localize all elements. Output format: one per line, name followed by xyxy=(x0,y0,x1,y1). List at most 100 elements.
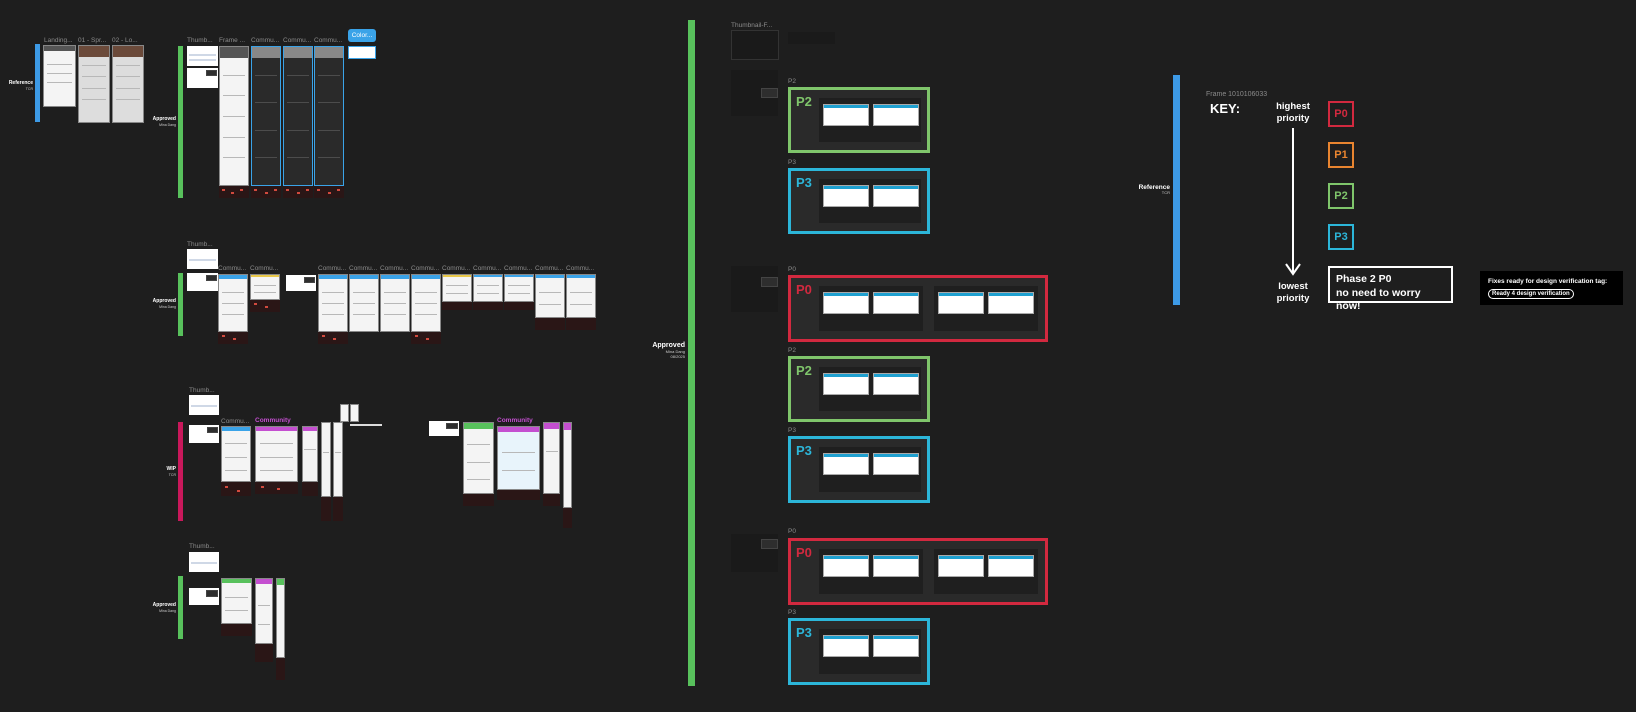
approved4-frame-3[interactable] xyxy=(276,578,285,658)
wip-frame-5[interactable] xyxy=(333,422,343,497)
frame-label-thumb-2[interactable]: Thumb... xyxy=(187,241,213,248)
thumbnail-1b[interactable] xyxy=(187,68,218,88)
landing-frame[interactable] xyxy=(43,45,76,107)
row2-frame-3[interactable] xyxy=(318,274,348,332)
thumbnail-4b[interactable] xyxy=(189,588,219,605)
frame-label-thumb-1[interactable]: Thumb... xyxy=(187,37,213,44)
wip-grid-4 xyxy=(321,497,331,521)
approved4-frame-1[interactable] xyxy=(221,578,252,624)
frame-approved-1[interactable] xyxy=(219,46,249,186)
thumbnail-f-frame-b[interactable] xyxy=(788,32,835,44)
thumbnail-2c[interactable] xyxy=(286,275,316,291)
thumbnail-3[interactable] xyxy=(189,395,219,415)
wip-frame-8[interactable] xyxy=(463,422,494,494)
row2-label-3[interactable]: Commu... xyxy=(318,265,347,272)
wip-frame-7[interactable] xyxy=(350,404,359,422)
priority-box-p2-top[interactable]: P2 xyxy=(788,87,930,153)
row2-label-9[interactable]: Commu... xyxy=(504,265,533,272)
color-button[interactable]: Color... xyxy=(348,29,376,42)
thumbnail-3b[interactable] xyxy=(189,425,219,443)
priority-box-p3-2[interactable]: P3 xyxy=(788,436,930,503)
verification-title: Fixes ready for design verification tag: xyxy=(1488,278,1608,285)
row2-frame-8[interactable] xyxy=(473,274,503,302)
wip-section-label: WIP TCR xyxy=(166,466,176,477)
priority-box-p3-3[interactable]: P3 xyxy=(788,618,930,685)
frame-label-thumbnail-f[interactable]: Thumbnail-F... xyxy=(731,22,773,29)
side-thumb-2[interactable] xyxy=(731,266,778,312)
wip-frame-10[interactable] xyxy=(543,422,560,494)
frame-label-commu-c[interactable]: Commu... xyxy=(314,37,343,44)
key-p2-box: P2 xyxy=(1328,183,1354,209)
thumbnail-4[interactable] xyxy=(189,552,219,572)
row2-label-2[interactable]: Commu... xyxy=(250,265,279,272)
thumbnail-f-frame[interactable] xyxy=(731,30,779,60)
priority-tag: P2 xyxy=(796,363,812,378)
verification-badge[interactable]: Ready 4 design verification xyxy=(1488,289,1574,299)
frame-label-landing[interactable]: Landing... xyxy=(44,37,73,44)
row2-label-7[interactable]: Commu... xyxy=(442,265,471,272)
frame-label-thumb-4[interactable]: Thumb... xyxy=(189,543,215,550)
frame-label-spr[interactable]: 01 - Spr... xyxy=(78,37,107,44)
commu-frame-b[interactable] xyxy=(283,46,313,186)
frame-label-commu-b[interactable]: Commu... xyxy=(283,37,312,44)
data-grid-2 xyxy=(251,186,281,198)
side-thumb-3b[interactable] xyxy=(761,539,778,549)
reference-bar-left xyxy=(35,44,40,122)
frame-label-frame[interactable]: Frame ... xyxy=(219,37,246,44)
wip-frame-9[interactable] xyxy=(497,426,540,490)
commu-frame-c[interactable] xyxy=(314,46,344,186)
wip-frame-11[interactable] xyxy=(563,422,572,508)
row2-frame-5[interactable] xyxy=(380,274,410,332)
thumbnail-1[interactable] xyxy=(187,46,218,66)
data-grid-1 xyxy=(219,186,249,198)
approved4-frame-2[interactable] xyxy=(255,578,273,644)
row2-frame-9[interactable] xyxy=(504,274,534,302)
row2-frame-6[interactable] xyxy=(411,274,441,332)
commu-frame-a[interactable] xyxy=(251,46,281,186)
row2-frame-2[interactable] xyxy=(250,274,280,300)
wip-frame-6[interactable] xyxy=(340,404,349,422)
row2-frame-11[interactable] xyxy=(566,274,596,318)
wip-grid-3 xyxy=(302,482,318,496)
wip-label-community-1[interactable]: Community xyxy=(255,417,291,424)
priority-label-2: P3 xyxy=(788,159,796,166)
row2-frame-1[interactable] xyxy=(218,274,248,332)
wip-label-community-2[interactable]: Community xyxy=(497,417,533,424)
thumbnail-2b[interactable] xyxy=(187,273,218,291)
wip-frame-1[interactable] xyxy=(221,426,251,482)
row2-label-4[interactable]: Commu... xyxy=(349,265,378,272)
side-thumb-2b[interactable] xyxy=(761,277,778,287)
frame-label-lo[interactable]: 02 - Lo... xyxy=(112,37,138,44)
row2-label-10[interactable]: Commu... xyxy=(535,265,564,272)
priority-label-3: P0 xyxy=(788,266,796,273)
priority-box-p2-2[interactable]: P2 xyxy=(788,356,930,422)
row2-label-1[interactable]: Commu... xyxy=(218,265,247,272)
wip-grid-2 xyxy=(255,482,298,494)
wip-frame-4[interactable] xyxy=(321,422,331,497)
priority-box-p0-2[interactable]: P0 xyxy=(788,538,1048,605)
wip-thumb-extra[interactable] xyxy=(429,421,459,436)
row2-label-8[interactable]: Commu... xyxy=(473,265,502,272)
frame-label-thumb-3[interactable]: Thumb... xyxy=(189,387,215,394)
row2-label-5[interactable]: Commu... xyxy=(380,265,409,272)
row2-label-6[interactable]: Commu... xyxy=(411,265,440,272)
priority-tag: P0 xyxy=(796,282,812,297)
row2-frame-4[interactable] xyxy=(349,274,379,332)
priority-tag: P2 xyxy=(796,94,812,109)
wip-frame-2[interactable] xyxy=(255,426,298,482)
priority-box-p3-1[interactable]: P3 xyxy=(788,168,930,234)
side-thumb-1b[interactable] xyxy=(761,88,778,98)
approved-bar-1 xyxy=(178,46,183,198)
wip-label-commu[interactable]: Commu... xyxy=(221,418,250,425)
row2-frame-10[interactable] xyxy=(535,274,565,318)
row2-label-11[interactable]: Commu... xyxy=(566,265,595,272)
row2-frame-7[interactable] xyxy=(442,274,472,302)
thumbnail-2[interactable] xyxy=(187,249,218,269)
lo-frame[interactable] xyxy=(112,45,144,123)
spr-frame[interactable] xyxy=(78,45,110,123)
priority-box-p0-1[interactable]: P0 xyxy=(788,275,1048,342)
wip-frame-3[interactable] xyxy=(302,426,318,482)
frame-label-commu-a[interactable]: Commu... xyxy=(251,37,280,44)
color-swatch-frame[interactable] xyxy=(348,46,376,59)
key-frame-label[interactable]: Frame 1010106033 xyxy=(1206,91,1268,98)
